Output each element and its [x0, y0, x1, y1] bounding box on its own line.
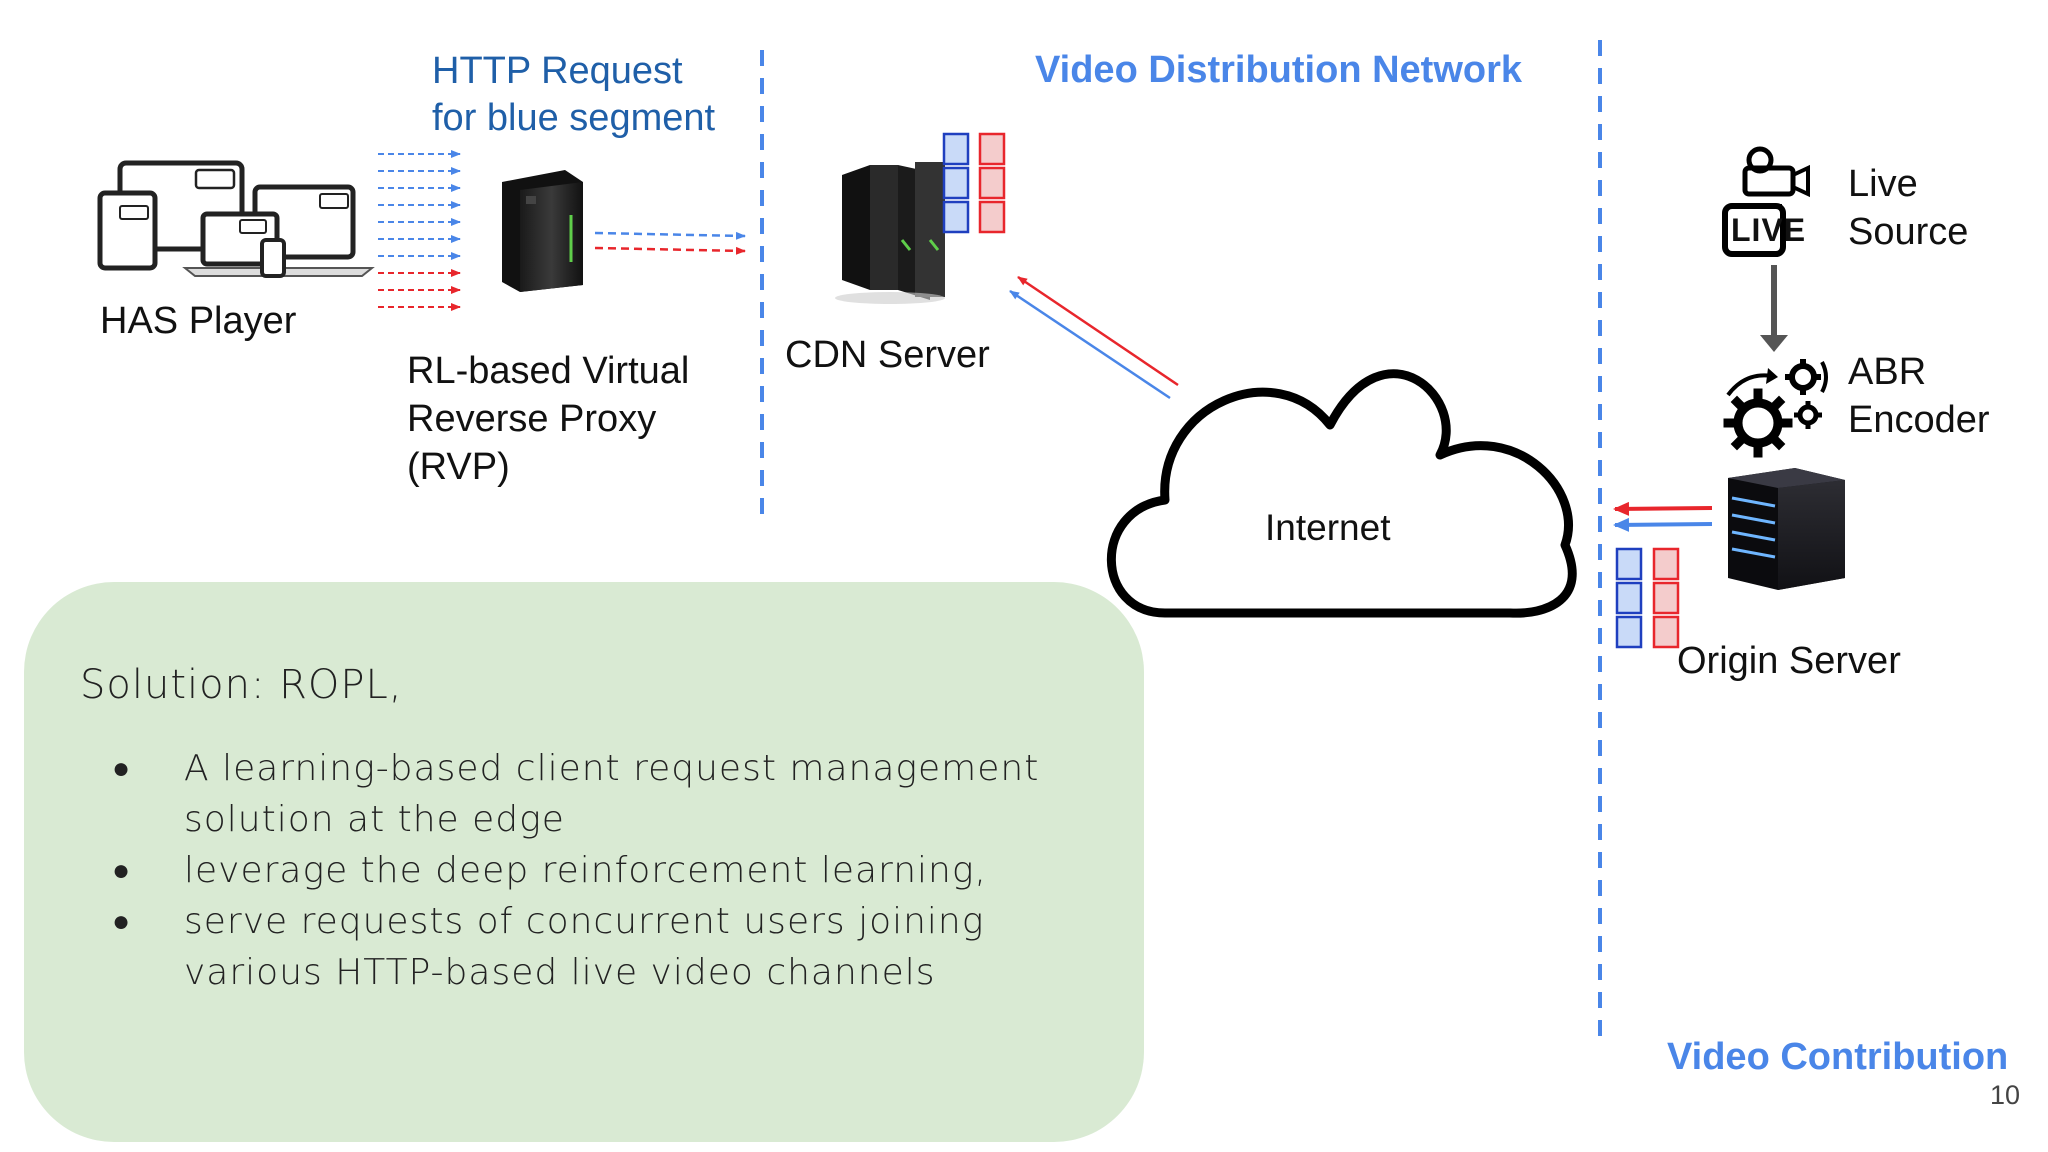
gears-icon — [1723, 359, 1828, 458]
internet-label: Internet — [1265, 507, 1391, 548]
rvp-server-icon — [502, 170, 583, 292]
bullet-dot-icon: ● — [112, 751, 132, 786]
player-request-arrows — [378, 150, 461, 311]
origin-red-arrow — [1613, 501, 1713, 516]
blue-segment — [1615, 581, 1643, 615]
solution-bullet-list: ●A learning-based client request managem… — [100, 743, 1100, 998]
blue-segment — [942, 166, 970, 200]
has-player-label: HAS Player — [100, 300, 297, 342]
blue-segment — [1615, 547, 1643, 581]
red-segment — [978, 166, 1006, 200]
origin-server-label: Origin Server — [1677, 640, 1901, 682]
red-segment — [978, 200, 1006, 234]
http-request-label: HTTP Request for blue segment — [432, 50, 716, 139]
internet-to-cdn-red-arrow — [1017, 275, 1179, 387]
devices-icon — [97, 160, 375, 278]
cdn-server-icon — [835, 162, 945, 304]
internet-cloud-icon — [1106, 369, 1577, 618]
rvp-label: RL-based Virtual Reverse Proxy (RVP) — [407, 350, 690, 488]
red-segment — [1652, 547, 1680, 581]
bullet-dot-icon: ● — [112, 904, 132, 939]
solution-box — [24, 582, 1144, 1142]
live-source-label: Live Source — [1848, 163, 1969, 253]
red-segment — [978, 132, 1006, 166]
video-distribution-network-label: Video Distribution Network — [1035, 49, 1523, 91]
cdn-server-label: CDN Server — [785, 334, 990, 376]
abr-encoder-label: ABR Encoder — [1848, 351, 1990, 441]
video-contribution-label: Video Contribution — [1667, 1036, 2009, 1078]
solution-bullet: ●leverage the deep reinforcement learnin… — [100, 845, 1100, 896]
source-to-encoder-arrowhead — [1760, 335, 1788, 352]
origin-server-icon — [1728, 468, 1845, 590]
blue-segment — [942, 132, 970, 166]
live-badge-text: LIVE — [1731, 212, 1807, 248]
page-number: 10 — [1989, 1080, 2020, 1110]
blue-segment — [1615, 615, 1643, 649]
rvp-to-cdn-blue-arrow — [594, 231, 746, 240]
cdn-cached-segments — [942, 132, 1006, 234]
rvp-to-cdn-red-arrow — [594, 246, 746, 255]
solution-title: Solution: ROPL, — [80, 662, 403, 708]
red-segment — [1652, 581, 1680, 615]
origin-blue-arrow — [1613, 517, 1713, 532]
bullet-dot-icon: ● — [112, 853, 132, 888]
origin-segments — [1615, 547, 1680, 649]
internet-to-cdn-blue-arrow — [1009, 289, 1171, 400]
solution-bullet: ●serve requests of concurrent users join… — [100, 896, 1100, 998]
red-segment — [1652, 615, 1680, 649]
solution-bullet: ●A learning-based client request managem… — [100, 743, 1100, 845]
live-camera-icon — [1722, 146, 1810, 257]
blue-segment — [942, 200, 970, 234]
